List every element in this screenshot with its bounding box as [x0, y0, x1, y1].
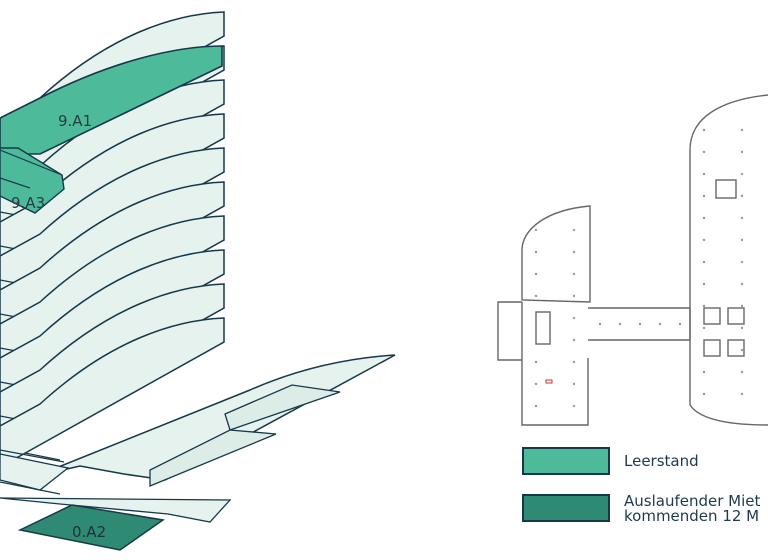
plan-column — [572, 382, 576, 386]
unit-9-a3-inner — [0, 149, 63, 189]
unit-9-a3-vacancy[interactable] — [0, 147, 65, 214]
plan-column — [702, 348, 706, 352]
plan-column — [740, 370, 744, 374]
plan-core-left — [535, 311, 551, 345]
plan-column — [678, 322, 682, 326]
plan-column — [740, 348, 744, 352]
plan-column — [702, 172, 706, 176]
plan-column — [740, 260, 744, 264]
plan-right-wing — [689, 94, 768, 405]
plan-column — [534, 272, 538, 276]
plan-column — [702, 216, 706, 220]
plan-column — [702, 304, 706, 308]
legend-expiring: Auslaufender Miet kommenden 12 M — [522, 494, 760, 524]
plan-core-right-top — [715, 179, 737, 199]
plan-column — [740, 194, 744, 198]
unit-0-a2-expiring[interactable] — [17, 504, 165, 551]
unit-9-a1-vacancy[interactable] — [0, 45, 223, 155]
ground-floor-unit-a — [224, 384, 341, 431]
plan-core-right-d — [727, 339, 745, 357]
plan-column — [534, 360, 538, 364]
plan-column — [740, 392, 744, 396]
legend-vacancy-label: Leerstand — [624, 452, 699, 470]
plan-right-lower — [689, 404, 768, 426]
plan-column — [572, 316, 576, 320]
plan-column — [740, 128, 744, 132]
plan-column — [572, 228, 576, 232]
plan-column — [572, 404, 576, 408]
plan-column — [740, 304, 744, 308]
floor-plan — [497, 94, 768, 426]
plan-column — [534, 316, 538, 320]
plan-column — [572, 338, 576, 342]
plan-column — [702, 128, 706, 132]
plan-column — [702, 260, 706, 264]
plan-column — [534, 250, 538, 254]
plan-left-lower — [497, 301, 589, 426]
plan-column — [534, 404, 538, 408]
legend-expiring-swatch — [522, 494, 610, 522]
plan-column — [702, 194, 706, 198]
plan-column — [740, 172, 744, 176]
floor-slab[interactable] — [0, 317, 225, 467]
plan-column — [740, 150, 744, 154]
plan-column — [740, 282, 744, 286]
label-9-a1: 9.A1 — [58, 112, 92, 130]
plan-column — [740, 326, 744, 330]
plan-column — [572, 294, 576, 298]
plan-column — [740, 238, 744, 242]
plan-column — [702, 370, 706, 374]
ground-floor-lower-left — [0, 453, 232, 523]
plan-column — [702, 150, 706, 154]
plan-marker — [545, 379, 553, 384]
legend-vacancy: Leerstand — [522, 447, 699, 475]
plan-column — [658, 322, 662, 326]
plan-column — [534, 294, 538, 298]
plan-column — [618, 322, 622, 326]
ground-floor-unit-b — [149, 429, 277, 487]
plan-column — [534, 228, 538, 232]
plan-column — [638, 322, 642, 326]
legend-vacancy-swatch — [522, 447, 610, 475]
plan-column — [572, 360, 576, 364]
plan-column — [740, 216, 744, 220]
label-0-a2: 0.A2 — [72, 523, 106, 541]
plan-column — [572, 250, 576, 254]
plan-column — [534, 382, 538, 386]
plan-left-wing — [521, 205, 591, 303]
legend-expiring-label: Auslaufender Miet kommenden 12 M — [624, 494, 760, 524]
legend-expiring-line1: Auslaufender Miet — [624, 492, 761, 510]
plan-column — [702, 326, 706, 330]
label-9-a3: 9.A3 — [11, 194, 45, 212]
building-floor-stack: 9.A1 9.A3 0.A2 — [0, 11, 396, 551]
legend-expiring-line2: kommenden 12 M — [624, 507, 760, 525]
plan-core-right-a — [703, 307, 721, 325]
plan-core-right-b — [727, 307, 745, 325]
plan-column — [534, 338, 538, 342]
plan-column — [702, 238, 706, 242]
plan-column — [702, 282, 706, 286]
plan-column-grid — [534, 128, 744, 408]
plan-core-right-c — [703, 339, 721, 357]
plan-column — [572, 272, 576, 276]
plan-column — [598, 322, 602, 326]
plan-column — [702, 392, 706, 396]
